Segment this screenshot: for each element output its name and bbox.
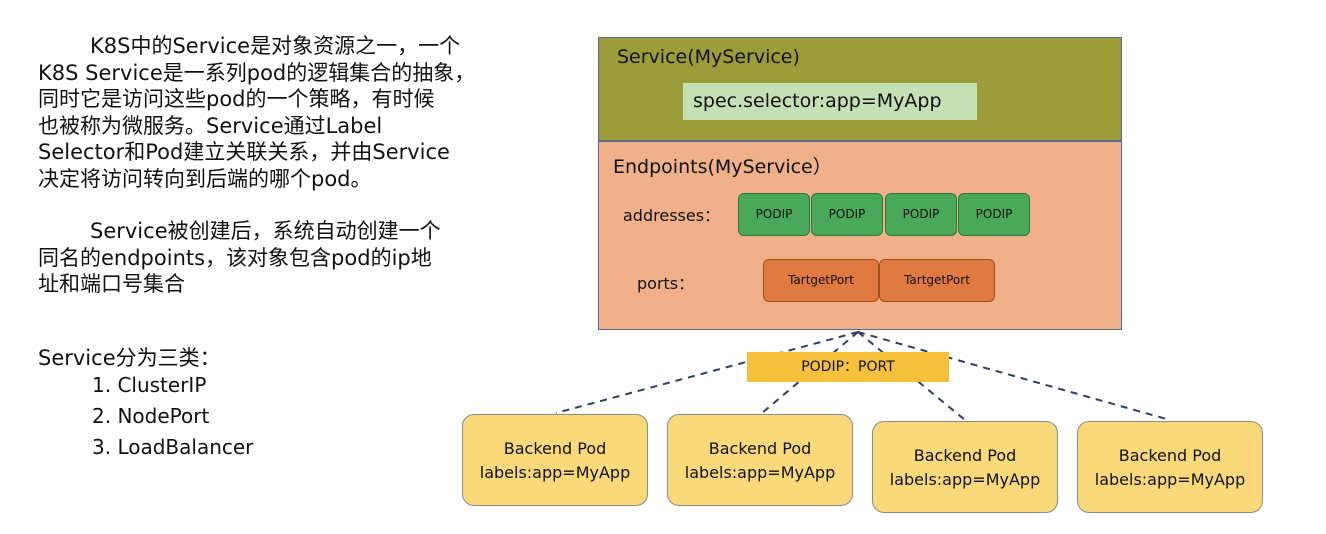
podip-port-label: PODIP：PORT: [747, 352, 949, 382]
pod-title: Backend Pod: [503, 439, 607, 458]
selector-box: spec.selector:app=MyApp: [683, 83, 977, 120]
service-types-title: Service分为三类：: [38, 346, 221, 370]
ports-label: ports：: [637, 274, 695, 293]
dashed-line-pod-4: [857, 331, 1171, 421]
paragraph-1-line-3: 同时它是访问这些pod的一个策略，有时候: [38, 87, 435, 111]
endpoints-title: Endpoints(MyService）: [613, 156, 832, 178]
paragraph-1-line-2: K8S Service是一系列pod的逻辑集合的抽象，: [38, 60, 476, 85]
backend-pod: Backend Pod labels:app=MyApp: [1077, 421, 1263, 513]
service-type-item: 1. ClusterIP: [92, 373, 207, 397]
podip-box: PODIP: [885, 193, 957, 236]
description-paragraph-2: Service被创建后，系统自动创建一个 同名的endpoints，该对象包含p…: [38, 218, 558, 298]
pod-labels: labels:app=MyApp: [889, 470, 1041, 489]
backend-pod: Backend Pod labels:app=MyApp: [667, 414, 853, 506]
dashed-line-pod-2: [761, 331, 859, 414]
pod-title: Backend Pod: [1118, 446, 1222, 465]
dashed-line-pod-1: [555, 331, 859, 414]
backend-pod: Backend Pod labels:app=MyApp: [462, 414, 648, 506]
backend-pod: Backend Pod labels:app=MyApp: [872, 421, 1058, 513]
target-port-box: TartgetPort: [763, 259, 879, 302]
paragraph-1-line-5: Selector和Pod建立关联关系，并由Service: [38, 140, 450, 164]
podip-box: PODIP: [811, 193, 883, 236]
paragraph-1-line-6: 决定将访问转向到后端的哪个pod。: [38, 166, 372, 191]
podip-box: PODIP: [738, 193, 810, 236]
pod-labels: labels:app=MyApp: [684, 463, 836, 482]
paragraph-2-line-1: Service被创建后，系统自动创建一个: [90, 219, 441, 243]
pod-labels: labels:app=MyApp: [1094, 470, 1246, 489]
paragraph-1-line-1: K8S中的Service是对象资源之一，一个: [90, 34, 461, 58]
pod-title: Backend Pod: [913, 446, 1017, 465]
podip-box: PODIP: [958, 193, 1030, 236]
service-title: Service(MyService): [617, 46, 800, 68]
pod-title: Backend Pod: [708, 439, 812, 458]
paragraph-2-line-3: 址和端口号集合: [38, 272, 185, 296]
paragraph-1-line-4: 也被称为微服务。Service通过Label: [38, 113, 383, 138]
pod-labels: labels:app=MyApp: [479, 463, 631, 482]
service-type-item: 3. LoadBalancer: [92, 435, 254, 459]
addresses-label: addresses：: [623, 206, 721, 225]
paragraph-2-line-2: 同名的endpoints，该对象包含pod的ip地: [38, 245, 432, 270]
service-type-item: 2. NodePort: [92, 404, 210, 428]
description-paragraph-1: K8S中的Service是对象资源之一，一个 K8S Service是一系列po…: [38, 33, 558, 192]
target-port-box: TartgetPort: [879, 259, 995, 302]
